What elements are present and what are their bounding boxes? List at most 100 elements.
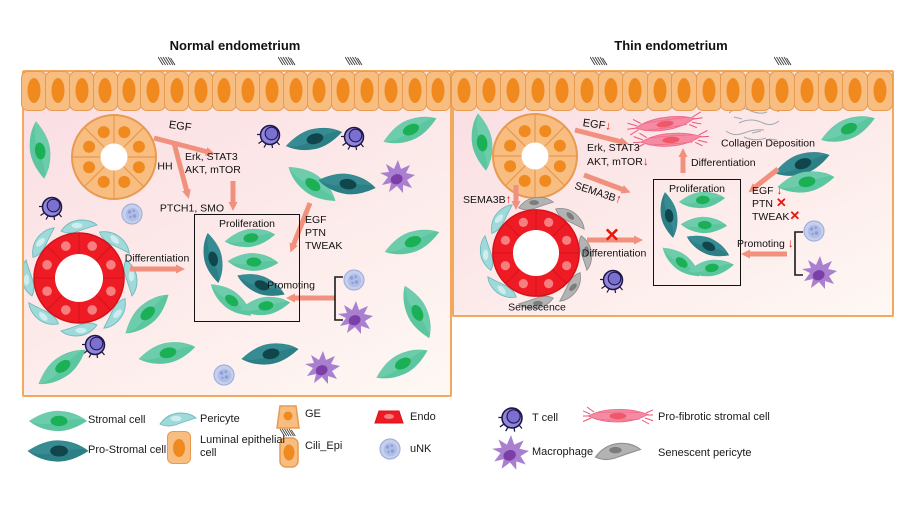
label-tweak: TWEAK <box>305 240 343 252</box>
cell-nucleus <box>482 78 496 103</box>
cell-nucleus <box>27 78 41 103</box>
collagen-fibers <box>725 107 780 141</box>
label-ptn: PTN <box>305 227 326 239</box>
unk-cell <box>121 203 143 225</box>
label-growth-factors: EGF ↓ PTN ✕ TWEAK✕ <box>752 184 800 223</box>
luminal-epithelial-cell <box>866 71 893 111</box>
t-cell <box>256 124 281 149</box>
luminal-epithelial-cell <box>116 71 142 111</box>
pro-stromal-cell <box>283 122 345 156</box>
cell-nucleus <box>580 78 594 103</box>
macrophage <box>802 256 837 289</box>
luminal-epithelial-cell <box>425 71 452 111</box>
luminal-epithelial-cell <box>68 71 95 111</box>
label-erk-stat3-akt-mtor: Erk, STAT3 AKT, mTOR <box>185 151 241 177</box>
label-senescence: Senescence <box>508 301 566 314</box>
cell-nucleus <box>360 78 374 103</box>
luminal-epithelial-cell <box>259 71 285 111</box>
luminal-epithelial-cell <box>817 71 844 111</box>
label-erk-stat3-akt-mtor: Erk, STAT3 AKT, mTOR↓ <box>587 142 649 169</box>
luminal-epithelial-cell <box>598 71 625 111</box>
t-cell <box>340 126 365 151</box>
proliferation-label: Proliferation <box>218 218 276 230</box>
cell-nucleus <box>170 78 184 103</box>
luminal-epithelial-cell <box>524 71 551 111</box>
proliferation-box: Proliferation <box>653 179 741 286</box>
title-normal-endometrium: Normal endometrium <box>169 38 301 53</box>
legend-stromal-label: Stromal cell <box>88 414 146 426</box>
title-thin-endometrium: Thin endometrium <box>614 38 728 53</box>
legend-macrophage-label: Macrophage <box>532 446 594 458</box>
cell-nucleus <box>824 78 838 103</box>
legend-cili-swatch <box>279 428 299 468</box>
luminal-epithelial-cell <box>401 71 428 111</box>
luminal-epithelium-row <box>21 71 452 111</box>
stromal-cell <box>118 287 176 341</box>
cell-nucleus <box>194 78 208 103</box>
cell-nucleus <box>604 78 618 103</box>
cross-mark: ✕ <box>789 208 801 223</box>
arrow-sema3b <box>583 172 631 194</box>
legend-luminal-label: Luminal epithelial cell <box>200 434 285 459</box>
luminal-epithelial-cell <box>451 71 478 111</box>
t-cell <box>81 334 106 359</box>
luminal-epithelial-cell <box>646 71 673 111</box>
cell-nucleus <box>241 78 255 103</box>
ge-gland <box>71 114 157 200</box>
macrophage <box>305 351 340 384</box>
luminal-epithelial-cell <box>92 71 119 111</box>
cell-nucleus <box>726 78 740 103</box>
pericyte <box>60 322 98 337</box>
down-arrow-mark: ↓ <box>776 183 783 197</box>
cell-nucleus <box>408 78 422 103</box>
label-tweak: TWEAK✕ <box>752 208 801 223</box>
t-cell <box>599 269 624 294</box>
label-erk: Erk, STAT3 <box>185 151 238 163</box>
arrow-cluster-to-factors <box>748 167 780 193</box>
stromal-cell <box>395 281 439 343</box>
cell-nucleus <box>51 78 65 103</box>
legend-unk-label: uNK <box>410 443 432 455</box>
proliferation-box: Proliferation <box>194 214 300 322</box>
legend-tcell-swatch <box>497 407 523 433</box>
legend-endo-swatch <box>374 410 404 424</box>
luminal-epithelial-cell <box>164 71 190 111</box>
luminal-epithelial-cell <box>769 71 796 111</box>
legend-fibrotic-swatch <box>583 406 653 425</box>
legend-unk-swatch <box>379 438 401 460</box>
luminal-epithelial-cell <box>695 71 722 111</box>
label-promoting: Promoting ↓ <box>737 236 794 251</box>
cell-nucleus <box>873 78 887 103</box>
endo-vessel-senescent <box>479 196 593 310</box>
label-differentiation-blocked: Differentiation <box>581 247 647 260</box>
luminal-epithelial-cell <box>306 71 333 111</box>
cell-nucleus <box>75 78 89 103</box>
ge-gland <box>492 113 578 199</box>
luminal-epithelial-cell <box>283 71 309 111</box>
legend-pericyte-swatch <box>159 412 197 427</box>
luminal-epithelial-cell <box>140 71 166 111</box>
stromal-cell <box>381 222 443 262</box>
luminal-epithelial-cell <box>330 71 356 111</box>
luminal-epithelial-cell <box>378 71 404 111</box>
down-arrow-mark: ↓ <box>787 236 794 250</box>
pro-stromal-cell <box>239 339 301 369</box>
cell-nucleus <box>289 78 303 103</box>
cell-nucleus <box>677 78 691 103</box>
pericyte <box>24 259 35 297</box>
label-collagen-deposition: Collagen Deposition <box>721 137 815 150</box>
cell-nucleus <box>555 78 569 103</box>
cilia-tuft <box>590 56 608 66</box>
luminal-epithelial-cell <box>671 71 698 111</box>
luminal-epithelial-cell <box>475 71 502 111</box>
pericyte <box>60 219 98 234</box>
panel-thin-endometrium: Proliferation EGF↓ Erk, STAT3 AKT, mTOR↓… <box>451 70 894 317</box>
cell-nucleus <box>800 78 814 103</box>
legend-senescent-label: Senescent pericyte <box>658 447 752 459</box>
cross-mark: ✕ <box>775 195 787 210</box>
legend-stromal-swatch <box>29 410 87 432</box>
cell-nucleus <box>506 78 520 103</box>
luminal-epithelial-cell <box>354 71 380 111</box>
pro-fibrotic-cell <box>625 109 705 138</box>
